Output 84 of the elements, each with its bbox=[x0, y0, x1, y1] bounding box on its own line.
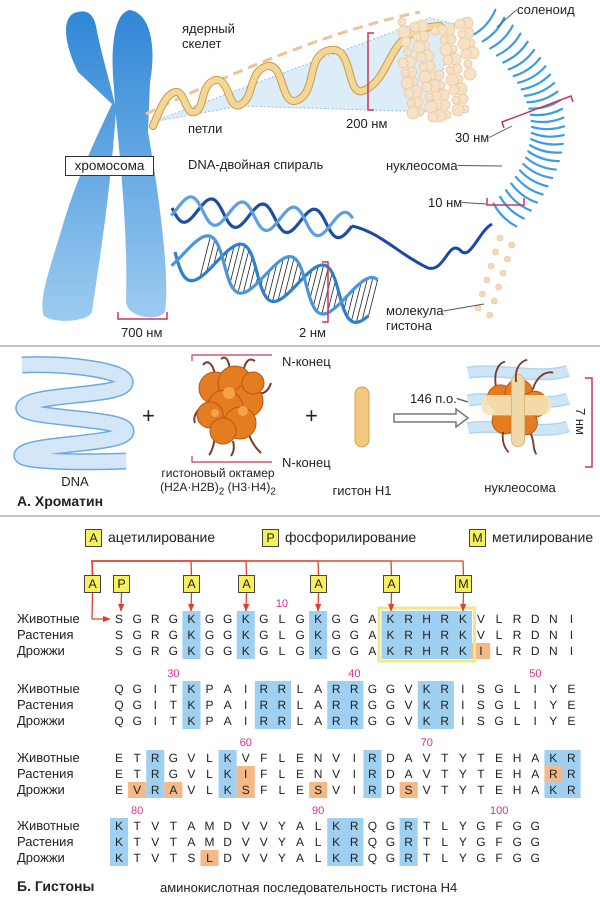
arrow bbox=[243, 592, 250, 612]
leader-line bbox=[443, 304, 484, 312]
modification-tag: A bbox=[310, 575, 327, 593]
modification-tag: M bbox=[469, 529, 486, 547]
row-label: Дрожжи bbox=[17, 850, 65, 865]
amino-acid-sequence: K T V T A M D V V Y A L K R Q G R T L Y G F G G bbox=[114, 834, 541, 850]
modification-tag: A bbox=[84, 575, 101, 593]
dimension-label: 200 нм bbox=[346, 116, 388, 131]
annotation-label: соленоид bbox=[517, 2, 575, 17]
amino-acid-sequence: Q G I T K P A I R R L A R R G G V K R I S G L I Y E bbox=[113, 681, 576, 697]
position-number: 80 bbox=[130, 805, 144, 817]
leader-line bbox=[488, 126, 512, 138]
position-number: 100 bbox=[488, 805, 510, 817]
figure-caption: DNA bbox=[60, 475, 90, 489]
annotation-label: 146 п.о. bbox=[410, 391, 457, 406]
row-label: Растения bbox=[17, 834, 74, 849]
annotation-label: ядерный скелет bbox=[182, 21, 236, 51]
modification-tag: A bbox=[238, 575, 255, 593]
row-label: Животные bbox=[17, 750, 80, 765]
modification-tag: P bbox=[262, 529, 279, 547]
amino-acid-sequence: K T V T S L D V V Y A L K R Q G R T L Y G F G G bbox=[114, 850, 541, 866]
row-label: Дрожжи bbox=[17, 782, 65, 797]
modification-tag: A bbox=[183, 575, 200, 593]
modification-tag: A bbox=[383, 575, 400, 593]
amino-acid-sequence: S G R G K G G K G L G K G G A K R H R K V L R D N I bbox=[114, 627, 574, 643]
leader-line bbox=[496, 9, 518, 28]
position-number: 90 bbox=[311, 805, 326, 817]
leader-line bbox=[457, 165, 502, 166]
row-label: Животные bbox=[17, 818, 80, 833]
arrow bbox=[188, 592, 194, 612]
row-label: Растения bbox=[17, 766, 74, 781]
arrow bbox=[388, 592, 394, 612]
arrow bbox=[315, 592, 322, 612]
chromosome-label: хромосома bbox=[65, 156, 154, 176]
position-number: 30 bbox=[166, 668, 180, 680]
plus-sign: + bbox=[142, 405, 155, 427]
dimension-label: 2 нм bbox=[299, 325, 326, 340]
modification-name: метилирование bbox=[492, 530, 594, 545]
row-label: Животные bbox=[17, 681, 80, 696]
section-title: Б. Гистоны bbox=[17, 879, 94, 894]
figure-caption: гистон H1 bbox=[332, 484, 392, 498]
modification-name: ацетилирование bbox=[108, 530, 216, 545]
figure-caption: гистоновый октамер (H2A·H2B)$_{2}$ (H3·H4)$_{2}$ bbox=[159, 466, 277, 500]
amino-acid-sequence: E V R A V L K S F L E S V I R D S V T Y T E H A K R bbox=[114, 782, 577, 798]
annotation-label: N-конец bbox=[282, 455, 331, 470]
caption: аминокислотная последовательность гистона H4 bbox=[160, 880, 458, 895]
amino-acid-sequence: Q G I T K P A I R R L A R R G G V K R I S G L I Y E bbox=[113, 697, 576, 713]
arrow bbox=[393, 408, 470, 428]
plus-sign: + bbox=[305, 405, 318, 427]
modification-tag: M bbox=[455, 575, 472, 593]
position-number: 10 bbox=[274, 598, 290, 610]
figure-caption: нуклеосома bbox=[483, 481, 557, 495]
annotation-label: DNA-двойная спираль bbox=[188, 157, 324, 172]
modification-name: фосфорилирование bbox=[285, 530, 416, 545]
amino-acid-sequence: S G R G K G G K G L G K G G A K R H R K V L R D N I bbox=[110, 611, 580, 627]
amino-acid-sequence: E T R G V L K V F L E N V I R D A V T Y T E H A K R bbox=[114, 750, 577, 766]
dimension-label: 700 нм bbox=[121, 325, 162, 340]
position-number: 60 bbox=[238, 737, 253, 749]
annotation-label: 10 нм bbox=[428, 195, 462, 210]
annotation-label: молекула гистона bbox=[386, 303, 444, 333]
leader-line bbox=[462, 202, 486, 204]
row-label: Дрожжи bbox=[17, 713, 65, 728]
modification-tag: A bbox=[85, 529, 102, 547]
position-number: 70 bbox=[420, 737, 434, 749]
amino-acid-sequence: K T V T A M D V V Y A L K R Q G R T L Y G F G G bbox=[114, 818, 541, 834]
row-label: Животные bbox=[17, 611, 80, 626]
amino-acid-sequence: S G R G K G G K G L G K G G A K R H R K I L R D N I bbox=[114, 643, 574, 659]
section-title: А. Хроматин bbox=[17, 494, 104, 509]
annotation-label: N-конец bbox=[282, 354, 331, 369]
row-label: Растения bbox=[17, 627, 74, 642]
row-label: Дрожжи bbox=[17, 643, 65, 658]
amino-acid-sequence: E T R G V L K I F L E N V I R D A V T Y T E H A R R bbox=[114, 766, 577, 782]
position-number: 40 bbox=[347, 668, 362, 680]
arrow bbox=[91, 592, 111, 622]
arrow bbox=[118, 592, 124, 612]
arrow bbox=[460, 592, 466, 612]
annotation-label: петли bbox=[188, 121, 222, 136]
amino-acid-sequence: Q G I T K P A I R R L A R R G G V K R I S G L I Y E bbox=[113, 713, 576, 729]
annotation-label: нуклеосома bbox=[386, 158, 458, 173]
position-number: 50 bbox=[528, 668, 542, 680]
dimension-label: 7 нм bbox=[572, 408, 588, 435]
annotation-label: 30 нм bbox=[455, 130, 490, 145]
modification-tag: P bbox=[113, 575, 130, 593]
row-label: Растения bbox=[17, 697, 74, 712]
